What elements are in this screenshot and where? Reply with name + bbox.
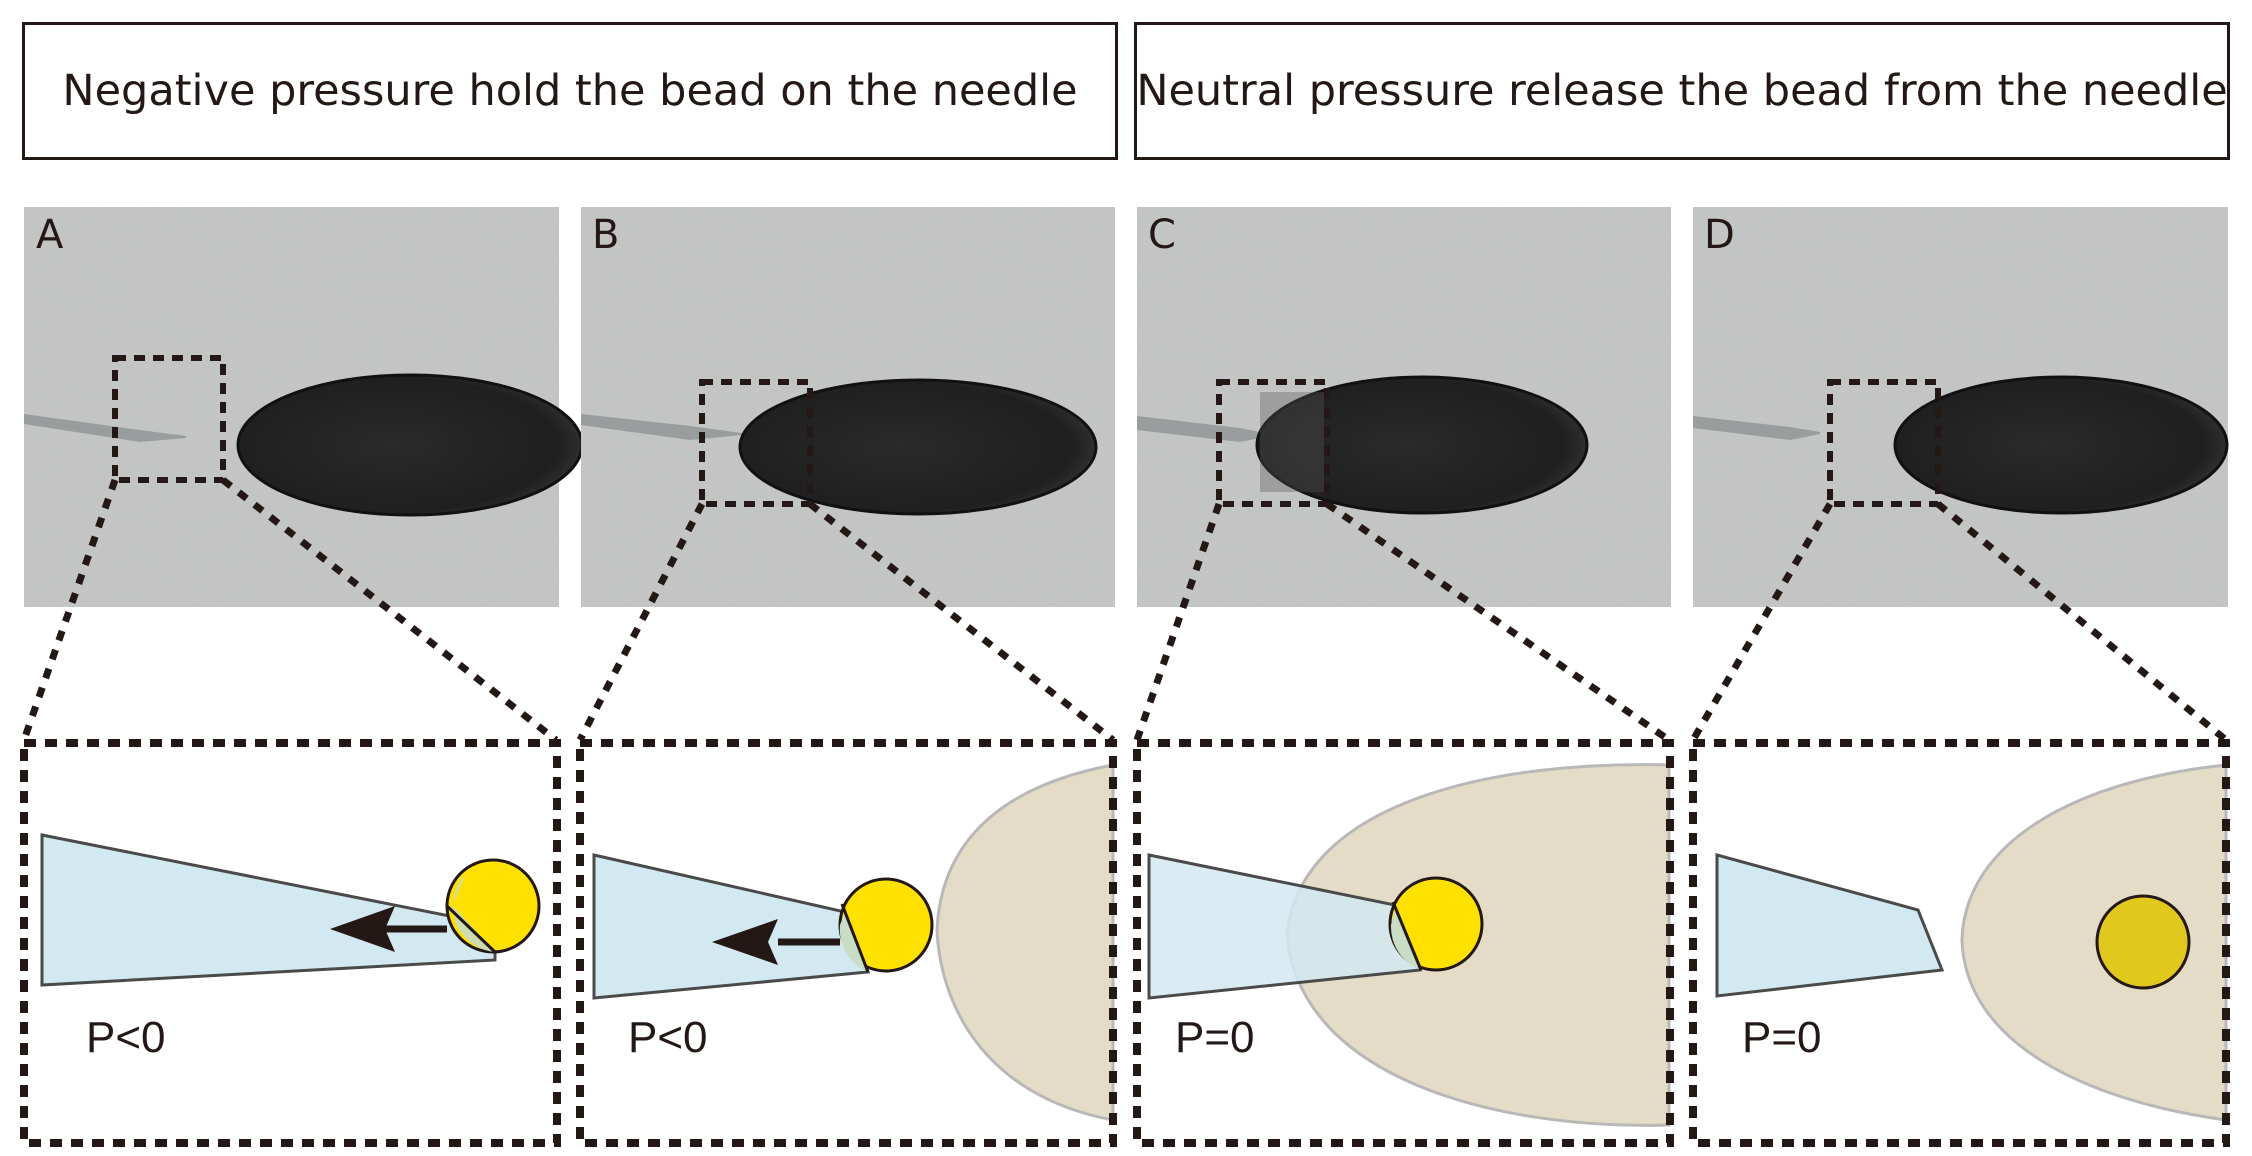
zoom-box [112, 355, 226, 483]
embryo [935, 763, 1115, 1122]
zoom-box [1827, 379, 1941, 507]
schematic-panel-c: P=0 [1133, 739, 1674, 1147]
pressure-label: P=0 [1742, 1013, 1822, 1062]
needle-photo [24, 414, 186, 442]
schematic-panel-d: P=0 [1689, 739, 2230, 1147]
pressure-label: P<0 [628, 1013, 708, 1062]
panel-letter: C [1148, 212, 1176, 258]
schematic-panel-b: P<0 [576, 739, 1117, 1147]
embryo [1960, 763, 2228, 1122]
pressure-label: P=0 [1175, 1013, 1255, 1062]
needle [40, 833, 497, 987]
photo-panel-d: D [1693, 207, 2229, 607]
zoom-frame [1133, 739, 1674, 1147]
zoom-frame [576, 739, 1117, 1147]
photo-panel-a: A [24, 207, 584, 607]
zoom-box [699, 379, 813, 507]
embryo-photo [1255, 375, 1589, 515]
needle-photo [1137, 416, 1270, 442]
embryo-photo [236, 373, 584, 517]
zoom-box [1216, 379, 1330, 507]
header-negative-pressure: Negative pressure hold the bead on the n… [22, 22, 1118, 160]
needle [1715, 853, 1945, 998]
needle [592, 853, 871, 1000]
embryo-photo [738, 378, 1098, 516]
photo-panel-c: C [1137, 207, 1671, 607]
zoom-frame [1689, 739, 2230, 1147]
needle-photo [1693, 416, 1820, 440]
panel-letter: A [36, 212, 64, 258]
bead [2095, 894, 2191, 990]
schematic-panel-a: P<0 [20, 739, 561, 1147]
zoom-connectors [20, 477, 2229, 743]
header-neutral-pressure: Neutral pressure release the bead from t… [1134, 22, 2230, 160]
embryo-photo [1893, 375, 2229, 515]
panel-letter: D [1704, 212, 1735, 258]
photo-panel-b: B [581, 207, 1115, 607]
bead [445, 858, 541, 954]
zoom-frame [20, 739, 561, 1147]
pressure-label: P<0 [86, 1013, 166, 1062]
panel-letter: B [592, 212, 619, 258]
